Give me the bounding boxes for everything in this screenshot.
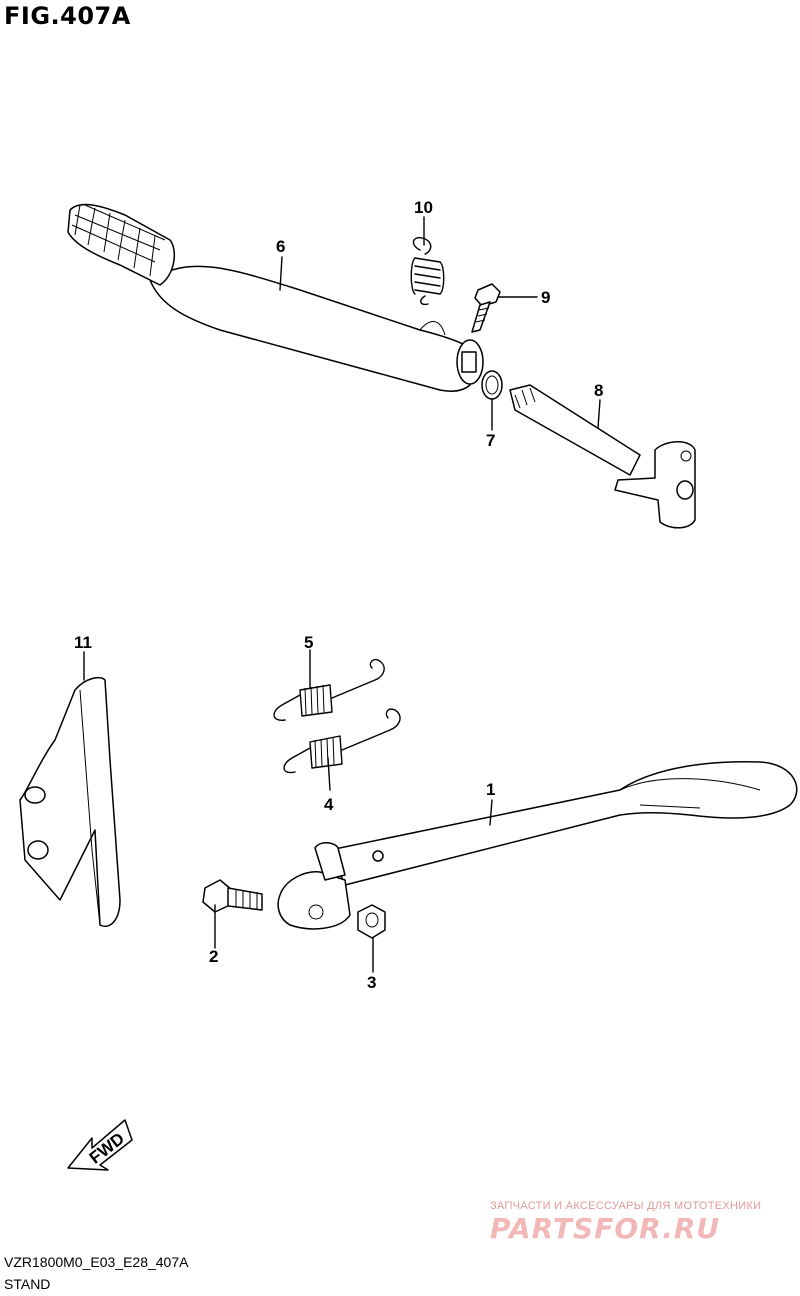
callout-1: 1 <box>486 780 495 799</box>
callout-2: 2 <box>209 947 218 966</box>
callout-8: 8 <box>594 381 603 400</box>
callout-5: 5 <box>304 633 313 652</box>
fwd-arrow: FWD <box>67 1119 133 1171</box>
callout-3: 3 <box>367 973 376 992</box>
part-7-washer[interactable] <box>481 370 503 400</box>
part-5-spring[interactable] <box>273 658 385 721</box>
callout-labels: 1 2 3 4 5 6 7 8 9 10 11 <box>74 198 603 992</box>
part-8-shaft-bracket[interactable] <box>509 384 696 529</box>
part-2-bolt[interactable] <box>202 879 263 913</box>
callout-6: 6 <box>276 237 285 256</box>
watermark-brand: PARTSFOR.RU <box>490 1212 721 1245</box>
part-1-side-stand[interactable] <box>277 761 798 930</box>
figure-code: VZR1800M0_E03_E28_407A <box>4 1254 189 1270</box>
part-3-nut[interactable] <box>357 904 386 939</box>
leader-lines <box>83 216 601 973</box>
part-6-stand-lever[interactable] <box>67 203 484 392</box>
section-name: STAND <box>4 1276 51 1292</box>
callout-7: 7 <box>486 431 495 450</box>
part-4-spring[interactable] <box>283 708 401 774</box>
callout-10: 10 <box>414 198 433 217</box>
figure-title: FIG.407A <box>4 2 131 30</box>
callout-11: 11 <box>74 633 92 652</box>
part-11-bracket[interactable] <box>19 677 121 927</box>
watermark-tagline: ЗАПЧАСТИ И АКСЕССУАРЫ ДЛЯ МОТОТЕХНИКИ <box>490 1200 762 1212</box>
part-10-spring[interactable] <box>410 237 445 306</box>
callout-4: 4 <box>324 795 334 814</box>
part-9-bolt[interactable] <box>471 283 501 333</box>
callout-9: 9 <box>541 288 550 307</box>
